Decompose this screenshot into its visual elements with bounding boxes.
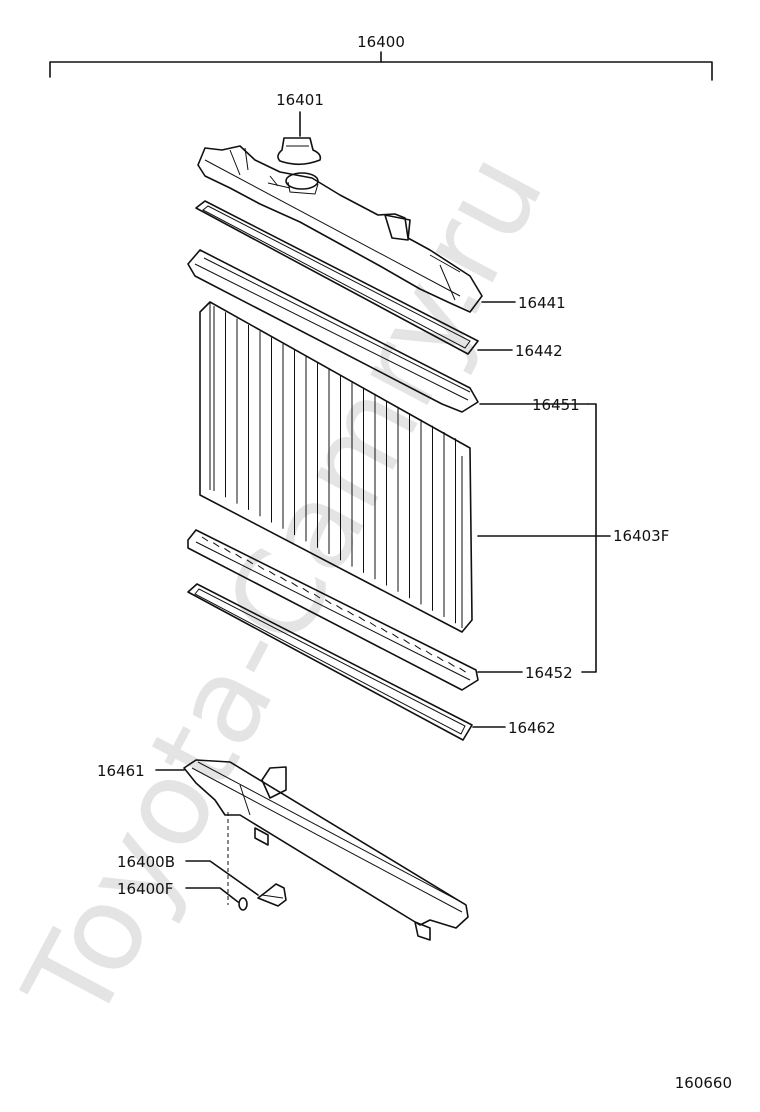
plate-slot — [414, 644, 422, 650]
plate-slot — [448, 661, 455, 667]
radiator-core — [199, 301, 473, 633]
label-16452: 16452 — [525, 664, 573, 682]
plate-slot — [380, 627, 388, 633]
plate-slot — [425, 650, 433, 656]
plate-slot — [392, 633, 399, 639]
plate-slot — [347, 610, 354, 616]
upper-plate — [187, 249, 479, 413]
plate-slot — [436, 656, 444, 662]
label-16442: 16442 — [515, 342, 563, 360]
plate-slot — [268, 570, 276, 576]
plate-slot — [459, 667, 466, 673]
plate-slot — [235, 553, 242, 559]
plate-slot — [313, 593, 321, 599]
plate-slot — [246, 559, 254, 565]
plate-slot — [336, 604, 343, 610]
diagram-id: 160660 — [675, 1074, 732, 1092]
lower-gasket — [187, 583, 473, 741]
plate-slot — [291, 582, 298, 588]
plate-slot — [280, 576, 287, 582]
core-group-bracket — [581, 403, 597, 673]
label-16403F: 16403F — [613, 527, 669, 545]
label-16451: 16451 — [532, 396, 580, 414]
upper-tank — [197, 145, 483, 313]
plate-slot — [224, 547, 231, 553]
assembly-bracket — [49, 51, 713, 81]
plate-slot — [201, 536, 209, 542]
label-16401: 16401 — [276, 91, 324, 109]
radiator-cap — [277, 111, 322, 166]
plate-slot — [257, 565, 265, 570]
plate-slot — [212, 542, 220, 548]
plate-slot — [403, 639, 410, 645]
lower-plate — [187, 529, 479, 691]
label-16400F: 16400F — [117, 880, 173, 898]
label-16461: 16461 — [97, 762, 145, 780]
label-16400B: 16400B — [117, 853, 175, 871]
plate-slot — [302, 587, 310, 593]
label-16400: 16400 — [357, 33, 405, 51]
drain-cock — [227, 812, 287, 911]
plate-slot — [324, 599, 332, 605]
label-16462: 16462 — [508, 719, 556, 737]
plate-slot — [369, 622, 377, 627]
label-16441: 16441 — [518, 294, 566, 312]
watermark-text: Toyota-Camry.ru — [0, 131, 570, 1044]
lower-tank — [183, 759, 469, 941]
plate-slot — [358, 616, 366, 622]
upper-gasket — [195, 200, 479, 355]
